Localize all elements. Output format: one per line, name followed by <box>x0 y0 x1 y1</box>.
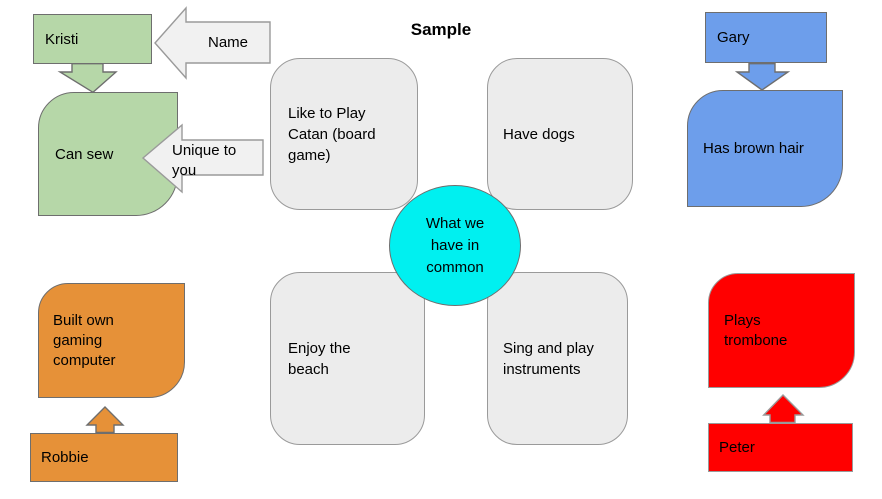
kristi-name-label: Kristi <box>45 30 79 48</box>
kristi-down-arrow[interactable] <box>57 62 118 94</box>
common-instruments-label: Sing and play instruments <box>503 339 594 378</box>
node-peter-name[interactable]: Peter <box>708 423 853 472</box>
node-gary-unique[interactable]: Has brown hair <box>687 90 843 207</box>
common-box-instruments[interactable]: Sing and play instruments <box>487 272 628 445</box>
gary-name-label: Gary <box>717 29 750 46</box>
common-box-dogs[interactable]: Have dogs <box>487 58 633 210</box>
can-sew-label: Can sew <box>55 145 114 163</box>
center-circle-label: What we have in common <box>425 214 485 276</box>
node-gary-name[interactable]: Gary <box>705 12 827 63</box>
peter-name-label: Peter <box>719 439 755 456</box>
plays-trombone-label: Plays trombone <box>724 311 788 349</box>
common-box-beach[interactable]: Enjoy the beach <box>270 272 425 445</box>
robbie-name-label: Robbie <box>41 449 89 466</box>
node-kristi-name[interactable]: Kristi <box>33 14 152 64</box>
common-box-catan[interactable]: Like to Play Catan (board game) <box>270 58 418 210</box>
peter-up-arrow[interactable] <box>762 394 805 424</box>
node-peter-unique[interactable]: Plays trombone <box>708 273 855 388</box>
diagram-title: Sample <box>410 20 472 39</box>
unique-arrow-label: Unique to you <box>172 142 237 179</box>
name-legend-arrow[interactable] <box>152 6 272 80</box>
common-dogs-label: Have dogs <box>503 125 575 143</box>
common-beach-label: Enjoy the beach <box>288 339 351 378</box>
gary-down-arrow[interactable] <box>734 62 791 91</box>
has-brown-hair-label: Has brown hair <box>703 140 804 157</box>
name-arrow-label: Name <box>207 33 248 51</box>
robbie-up-arrow[interactable] <box>85 406 125 434</box>
common-catan-label: Like to Play Catan (board game) <box>288 104 376 164</box>
node-robbie-unique[interactable]: Built own gaming computer <box>38 283 185 398</box>
unique-legend-arrow[interactable] <box>141 123 264 194</box>
node-robbie-name[interactable]: Robbie <box>30 433 178 482</box>
center-circle[interactable]: What we have in common <box>389 185 521 306</box>
built-own-label: Built own gaming computer <box>53 311 116 369</box>
